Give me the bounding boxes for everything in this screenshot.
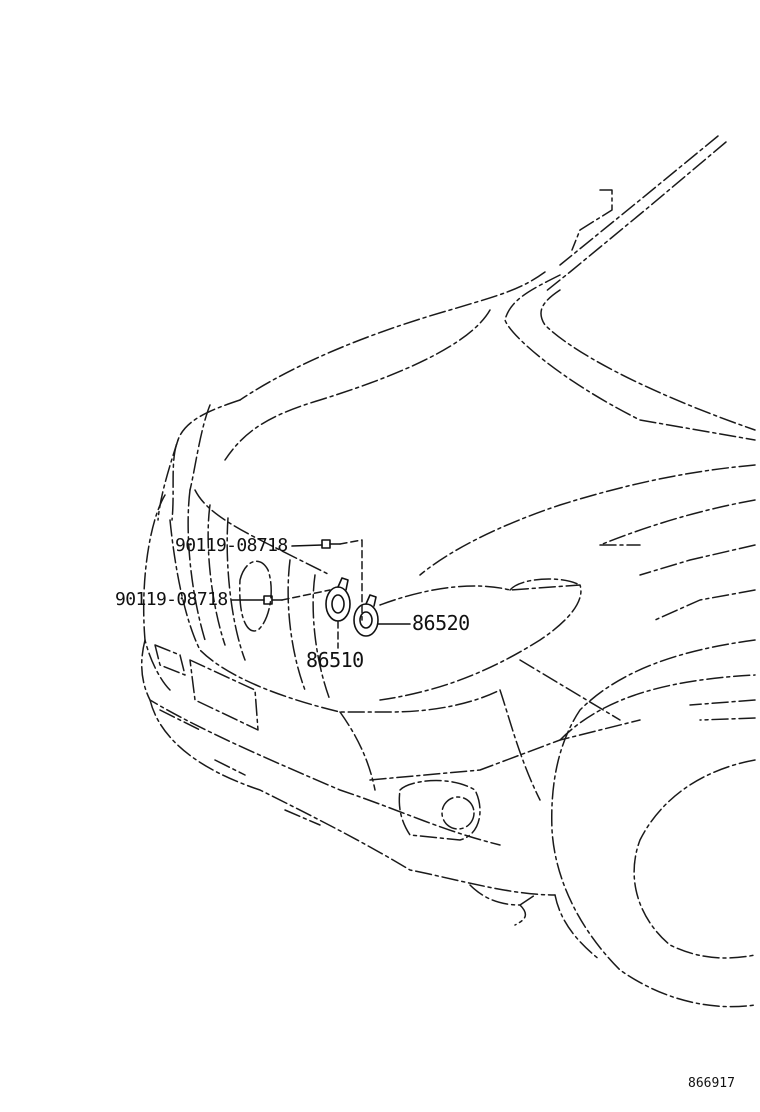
callout-horn-low: 86510 [306,648,364,672]
bolt-upper-icon [321,539,341,549]
leader-lines [231,539,411,649]
callout-bolt-lower: 90119-08718 [115,589,228,610]
bolt-lower-icon [263,595,283,605]
callout-bolt-upper: 90119-08718 [175,535,288,556]
vehicle-outline [140,135,756,1008]
figure-reference-number: 866917 [688,1076,735,1091]
callout-horn-high: 86520 [412,611,470,635]
horn-86520 [353,594,379,637]
horn-86510 [325,577,351,622]
